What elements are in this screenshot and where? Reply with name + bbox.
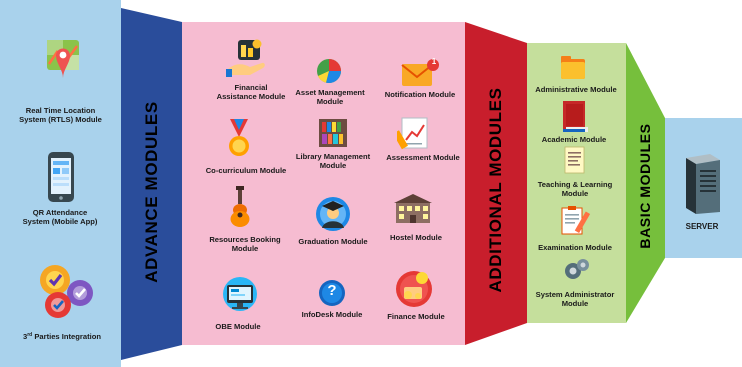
- co-curriculum-label: Co-curriculum Module: [205, 166, 287, 175]
- system-administrator-label: System Administrator Module: [535, 290, 615, 308]
- pie-chart-icon: [317, 59, 341, 83]
- basic-band: [626, 43, 665, 323]
- resources-booking-label: Resources Booking Module: [209, 235, 281, 253]
- hostel-building-icon: [394, 194, 432, 223]
- teaching-learning-label: Teaching & Learning Module: [537, 180, 613, 198]
- finance-module-label: Finance Module: [387, 312, 445, 321]
- books-icon: [563, 101, 588, 132]
- rtls-module-label: Real Time Location System (RTLS) Module: [19, 106, 102, 124]
- administrative-module-label: Administrative Module: [535, 85, 617, 94]
- graduate-icon: [316, 197, 350, 231]
- medal-icon: [229, 119, 249, 156]
- infodesk-module-label: InfoDesk Module: [301, 310, 363, 319]
- document-icon: [564, 146, 585, 174]
- library-management-label: Library Management Module: [295, 152, 371, 170]
- graduation-module-label: Graduation Module: [298, 237, 368, 246]
- obe-module-label: OBE Module: [215, 322, 261, 331]
- envelope-notification-icon: [401, 59, 439, 86]
- help-question-icon: [319, 280, 345, 306]
- server-icon: [686, 154, 720, 214]
- hostel-module-label: Hostel Module: [390, 233, 442, 242]
- assessment-chart-icon: [397, 117, 428, 150]
- mobile-phone-icon: [48, 152, 74, 202]
- gears-icon: [40, 265, 93, 318]
- additional-band: [465, 22, 527, 345]
- library-books-icon: [319, 119, 347, 147]
- additional-modules-title: ADDITIONAL MODULES: [486, 87, 505, 293]
- admin-gears-icon: [565, 259, 589, 279]
- asset-management-label: Asset Management Module: [295, 88, 365, 106]
- folder-icon: [561, 56, 585, 79]
- help-question-glyph: ?: [327, 282, 337, 299]
- third-parties-text: Parties Integration: [32, 332, 102, 341]
- exam-clipboard-icon: [561, 206, 591, 235]
- third-parties-label: 3rd Parties Integration: [12, 332, 112, 342]
- finance-coins-icon: [396, 271, 432, 307]
- examination-module-label: Examination Module: [538, 243, 612, 252]
- notification-module-label: Notification Module: [384, 90, 456, 99]
- money-hand-icon: [226, 39, 265, 77]
- advance-modules-title: ADVANCE MODULES: [142, 101, 161, 283]
- computer-monitor-icon: [223, 277, 257, 311]
- map-pin-icon: [47, 40, 79, 78]
- advance-band: [121, 8, 182, 360]
- qr-attendance-label: QR Attendance System (Mobile App): [22, 208, 98, 226]
- financial-assistance-label: Financial Assistance Module: [216, 83, 286, 101]
- third-parties-prefix: 3: [22, 332, 28, 341]
- assessment-module-label: Assessment Module: [386, 153, 460, 162]
- basic-modules-title: BASIC MODULES: [637, 123, 653, 249]
- guitar-icon: [230, 186, 250, 227]
- academic-module-label: Academic Module: [541, 135, 607, 144]
- notification-badge: 1: [431, 57, 437, 66]
- server-label: SERVER: [685, 222, 719, 231]
- third-parties-sup: rd: [27, 332, 33, 338]
